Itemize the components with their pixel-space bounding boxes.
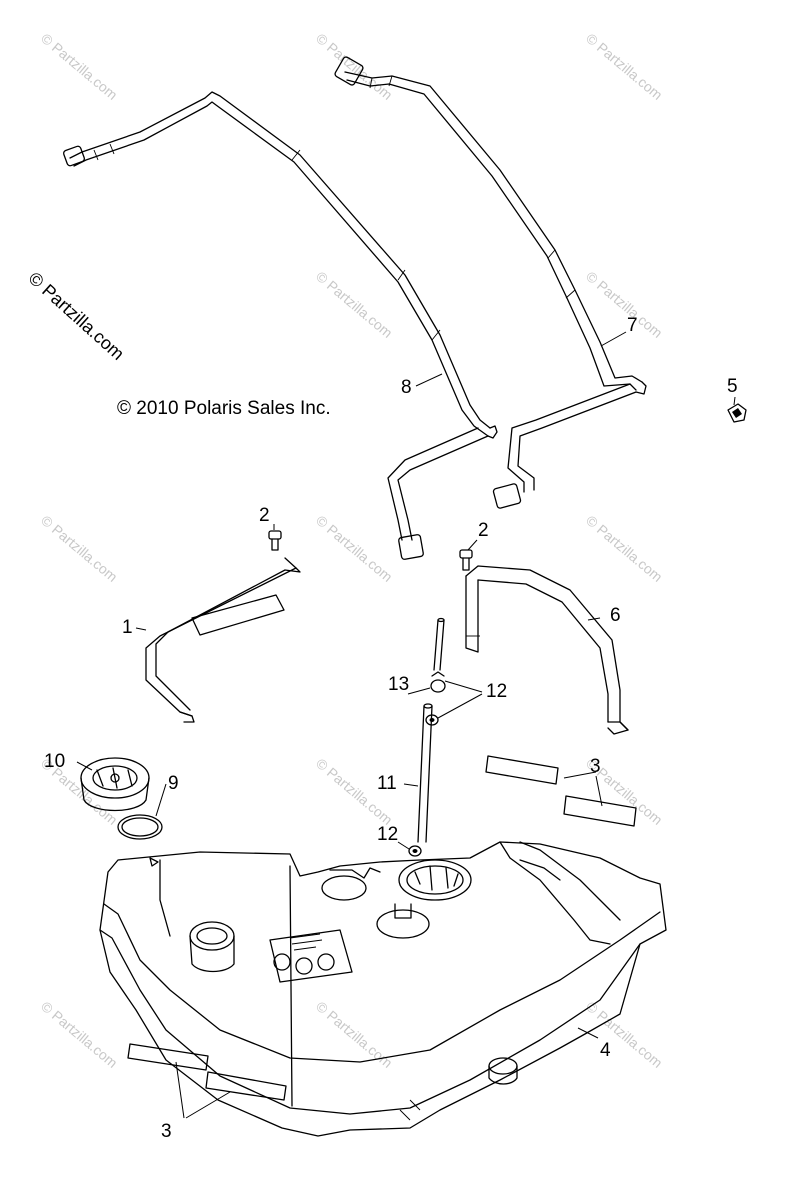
callout-6: 6 [610,605,621,626]
pad-3-lower-b [205,1071,287,1101]
leader-13 [407,687,431,695]
pad-3-upper-b [563,795,637,827]
watermark-text: © Partzilla.com [38,998,121,1071]
callout-12-lower: 12 [377,824,398,845]
leader-3-upper-a [563,771,597,779]
callout-1: 1 [122,617,133,638]
pad-3-upper-a [485,755,559,785]
callout-9: 9 [168,773,179,794]
bolt-2-right [459,549,473,571]
callout-7: 7 [627,315,638,336]
clamp-12-upper [425,714,439,726]
leader-7 [600,331,627,347]
watermark-text: © Partzilla.com [38,512,121,585]
watermark-text: © Partzilla.com [583,512,666,585]
callout-2-left: 2 [259,505,270,526]
leader-12-upper-a [444,680,483,693]
clip-5 [727,403,747,423]
watermark-text: © Partzilla.com [38,30,121,103]
watermark-text: © Partzilla.com [313,30,396,103]
strap-6 [465,565,629,735]
callout-13: 13 [388,674,409,695]
leader-2-right [467,539,478,551]
leader-3-lower-a [175,1061,185,1119]
leader-12-lower [397,841,410,850]
vent-hose-7 [334,56,647,509]
vent-hose-8 [63,91,498,560]
fuel-cap-10 [80,757,150,812]
callout-12-upper: 12 [486,681,507,702]
clamp-12-lower [408,845,422,857]
leader-8 [415,373,443,387]
leader-10 [76,761,93,771]
callout-11: 11 [377,773,397,794]
fuel-tank-4 [99,841,667,1137]
callout-numbers: 2 1 2 6 7 8 5 13 12 11 12 10 9 3 4 3 [44,315,738,1142]
watermark-text: © Partzilla.com [583,268,666,341]
callout-10: 10 [44,751,65,772]
fitting-13 [430,671,446,693]
pad-3-lower-a [127,1043,209,1071]
callout-4: 4 [600,1040,611,1061]
leader-3-lower-b [185,1091,231,1119]
leader-9 [155,783,167,817]
watermark-text: © Partzilla.com [313,512,396,585]
copyright-text: © 2010 Polaris Sales Inc. [117,398,331,419]
leader-12-upper-b [437,693,483,719]
leader-6 [587,617,601,621]
watermark-grid: © Partzilla.com © Partzilla.com © Partzi… [38,30,666,1071]
leader-4 [577,1027,599,1039]
leader-3-upper-b [595,775,603,807]
callout-3-lower: 3 [161,1121,172,1142]
watermark-text: © Partzilla.com [583,998,666,1071]
callout-2-right: 2 [478,520,489,541]
callout-3-upper: 3 [590,756,601,777]
callout-5: 5 [727,376,738,397]
callout-8: 8 [401,377,412,398]
leader-11 [403,783,419,787]
watermark-text: © Partzilla.com [313,268,396,341]
leader-5 [733,396,736,406]
fuel-line-11 [417,617,445,843]
watermark-text: © Partzilla.com [583,30,666,103]
strap-1 [145,557,301,723]
bolt-2-left [268,530,282,551]
o-ring-9 [117,814,163,840]
leader-lines [76,331,736,1119]
leader-1 [135,627,147,631]
